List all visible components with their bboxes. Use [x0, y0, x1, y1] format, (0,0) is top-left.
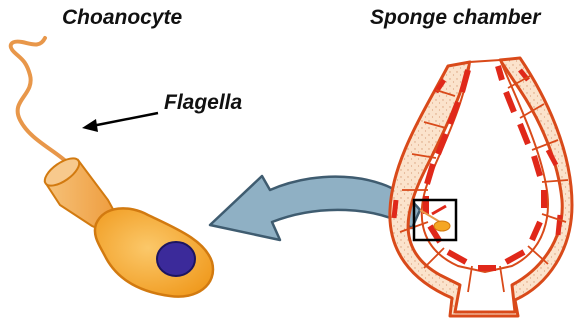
sponge-chamber	[390, 58, 572, 316]
big-curved-arrow	[210, 176, 420, 240]
flagella-pointer-arrow	[82, 113, 158, 132]
sponge-chamber-title: Sponge chamber	[370, 6, 540, 30]
nucleus	[157, 242, 195, 276]
cell-body	[95, 208, 213, 296]
flagella-label: Flagella	[164, 91, 242, 115]
choanocyte-title: Choanocyte	[62, 6, 182, 30]
flagellum	[11, 38, 70, 165]
choanocyte-cell	[11, 38, 213, 297]
